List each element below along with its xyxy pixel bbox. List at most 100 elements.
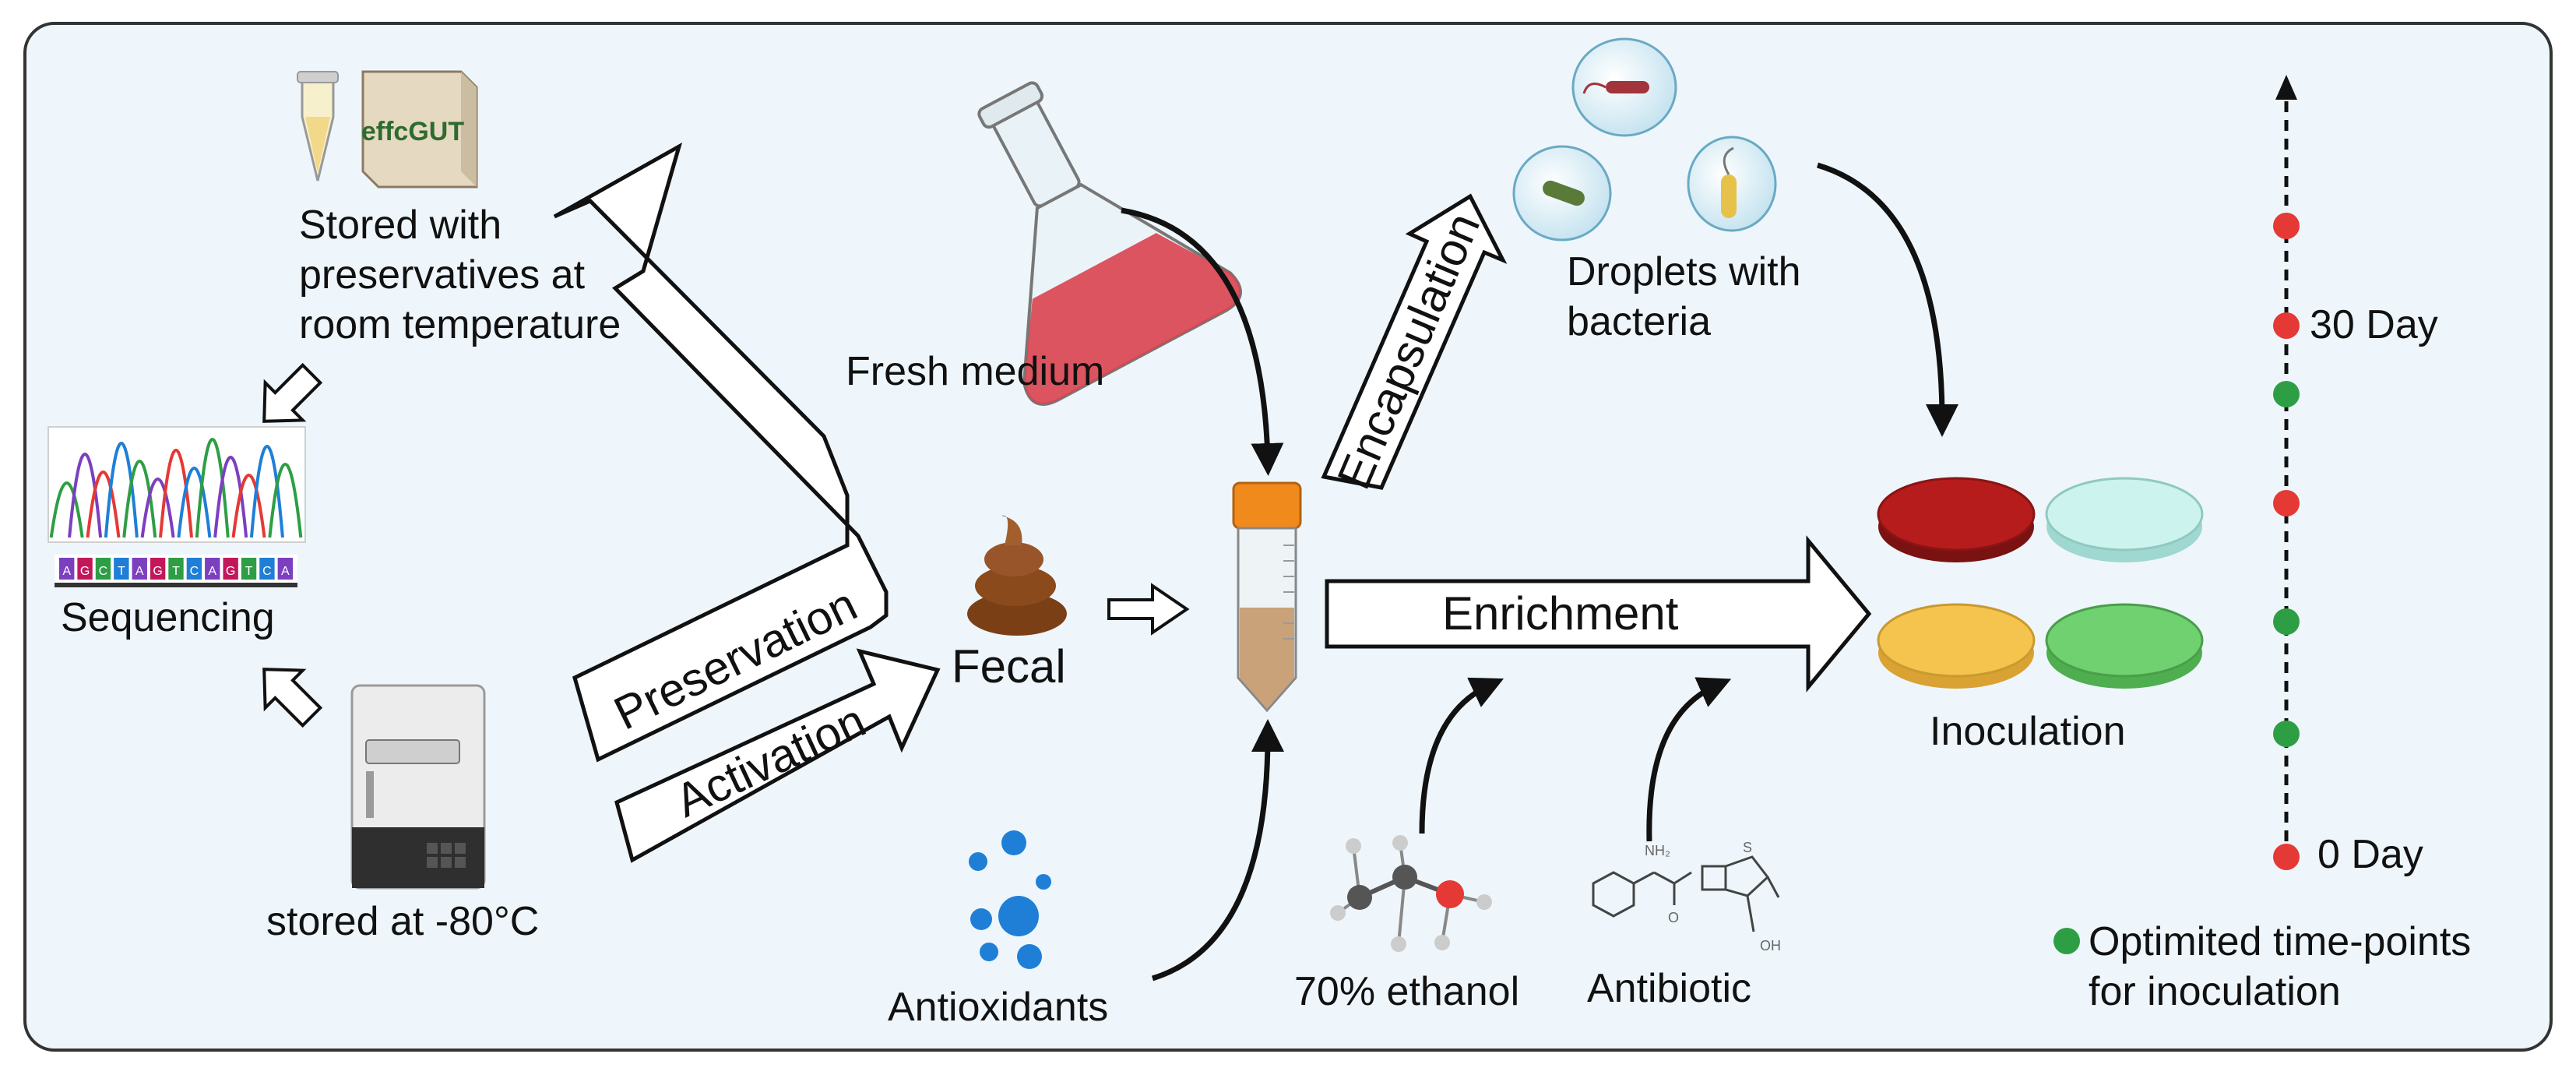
base-block xyxy=(132,558,147,580)
chromatogram-peak xyxy=(195,438,230,538)
timeline-dots xyxy=(2273,213,2300,870)
base-letter: A xyxy=(62,565,71,578)
tube-icon xyxy=(297,71,339,182)
base-letter: C xyxy=(262,565,272,578)
legend-line2: for inoculation xyxy=(2089,969,2341,1014)
antioxidant-icon xyxy=(969,830,1051,969)
arrow-ethanol-to-enrichment xyxy=(1419,677,1504,834)
base-letter: C xyxy=(99,565,108,578)
petri-dish-icon xyxy=(1877,477,2036,562)
preservation-arrow xyxy=(553,142,889,763)
base-letter: T xyxy=(118,565,125,578)
chromatogram-peak xyxy=(159,449,193,538)
droplets-line1: Droplets with xyxy=(1567,249,1801,294)
freezer-icon xyxy=(350,684,486,890)
stored-rt-line3: room temperature xyxy=(299,302,621,347)
fresh-medium-label: Fresh medium xyxy=(846,349,1104,394)
arrow-droplets-to-plates xyxy=(1816,162,1958,437)
timeline-point-red xyxy=(2273,844,2300,870)
base-block xyxy=(150,558,166,580)
timeline-arrowhead xyxy=(2275,75,2297,100)
chromatogram-peak xyxy=(122,460,157,538)
effcgut-label: effcGUT xyxy=(361,117,464,146)
droplet-icon xyxy=(1512,145,1612,241)
arrow-fecal-to-tube xyxy=(1107,583,1190,636)
fecal-label: Fecal xyxy=(952,640,1066,693)
flask-icon xyxy=(977,81,1242,406)
chromatogram-peak xyxy=(49,481,84,538)
ethanol-label: 70% ethanol xyxy=(1294,969,1519,1014)
chromatogram-peak xyxy=(140,478,175,538)
base-letter: T xyxy=(172,565,180,578)
base-block xyxy=(186,558,202,580)
arrow-antioxidants-to-tube xyxy=(1151,719,1284,982)
base-letter: A xyxy=(281,565,290,578)
base-letter: C xyxy=(190,565,199,578)
base-block xyxy=(277,558,293,580)
base-letter: G xyxy=(80,565,90,578)
chromatogram-peak xyxy=(213,456,248,538)
base-letter: G xyxy=(153,565,162,578)
timeline-point-green xyxy=(2273,721,2300,747)
base-block xyxy=(241,558,257,580)
petri-dish-icon xyxy=(2045,603,2204,689)
base-block xyxy=(77,558,93,580)
stored-rt-line1: Stored with xyxy=(299,203,501,248)
chem-s: S xyxy=(1743,840,1752,855)
chromatogram-peak xyxy=(177,467,212,538)
legend-line1: Optimited time-points xyxy=(2089,919,2471,964)
base-block xyxy=(205,558,220,580)
petri-dish-icon xyxy=(2045,477,2204,562)
base-block xyxy=(259,558,275,580)
arrow-antibiotic-to-enrichment xyxy=(1646,677,1732,842)
droplet-icon xyxy=(1571,37,1677,137)
encapsulation-arrow xyxy=(1321,193,1508,490)
base-block xyxy=(223,558,238,580)
droplet-icon xyxy=(1687,136,1777,232)
timeline-point-green xyxy=(2273,381,2300,407)
chem-nh2: NH₂ xyxy=(1645,843,1670,858)
antibiotic-molecule-icon xyxy=(1592,855,1780,932)
arrow-to-sequencing-bottom xyxy=(262,668,323,728)
activation-arrow xyxy=(614,648,941,863)
chromatogram-peak xyxy=(231,474,266,538)
stored-80-label: stored at -80°C xyxy=(266,899,539,944)
enrichment-label: Enrichment xyxy=(1442,587,1679,640)
stored-rt-line2: preservatives at xyxy=(299,252,586,298)
chem-o: O xyxy=(1668,910,1679,925)
effcgut-box-icon: effcGUT xyxy=(361,70,478,189)
base-letter: A xyxy=(135,565,144,578)
chromatogram-peak xyxy=(249,445,284,538)
antibiotic-label: Antibiotic xyxy=(1587,966,1751,1011)
timeline-point-red xyxy=(2273,312,2300,339)
droplets-line2: bacteria xyxy=(1567,299,1711,344)
base-block xyxy=(59,558,75,580)
chromatogram-peak xyxy=(104,442,139,538)
day30-label: 30 Day xyxy=(2310,302,2438,347)
timeline-point-red xyxy=(2273,490,2300,516)
chromatogram-peak xyxy=(268,463,303,538)
sequencing-label: Sequencing xyxy=(61,595,275,640)
base-letter: A xyxy=(208,565,216,578)
arrow-medium-to-tube xyxy=(1121,207,1284,476)
timeline-point-green xyxy=(2273,608,2300,635)
chromatogram-peak xyxy=(86,471,121,538)
legend-green-dot xyxy=(2053,928,2080,954)
base-block xyxy=(95,558,111,580)
base-letter: T xyxy=(245,565,253,578)
base-letter: G xyxy=(226,565,235,578)
inoculation-label: Inoculation xyxy=(1930,709,2126,754)
day0-label: 0 Day xyxy=(2317,832,2423,877)
timeline-point-red xyxy=(2273,213,2300,239)
chromatogram-peak xyxy=(68,453,103,538)
base-block xyxy=(168,558,184,580)
base-block xyxy=(114,558,129,580)
petri-dish-icon xyxy=(1877,603,2036,689)
antioxidants-label: Antioxidants xyxy=(888,985,1108,1030)
enrichment-arrow xyxy=(1325,535,1872,693)
arrow-to-sequencing-top xyxy=(262,362,323,423)
chem-oh: OH xyxy=(1760,938,1781,953)
ethanol-molecule-icon xyxy=(1330,835,1492,952)
